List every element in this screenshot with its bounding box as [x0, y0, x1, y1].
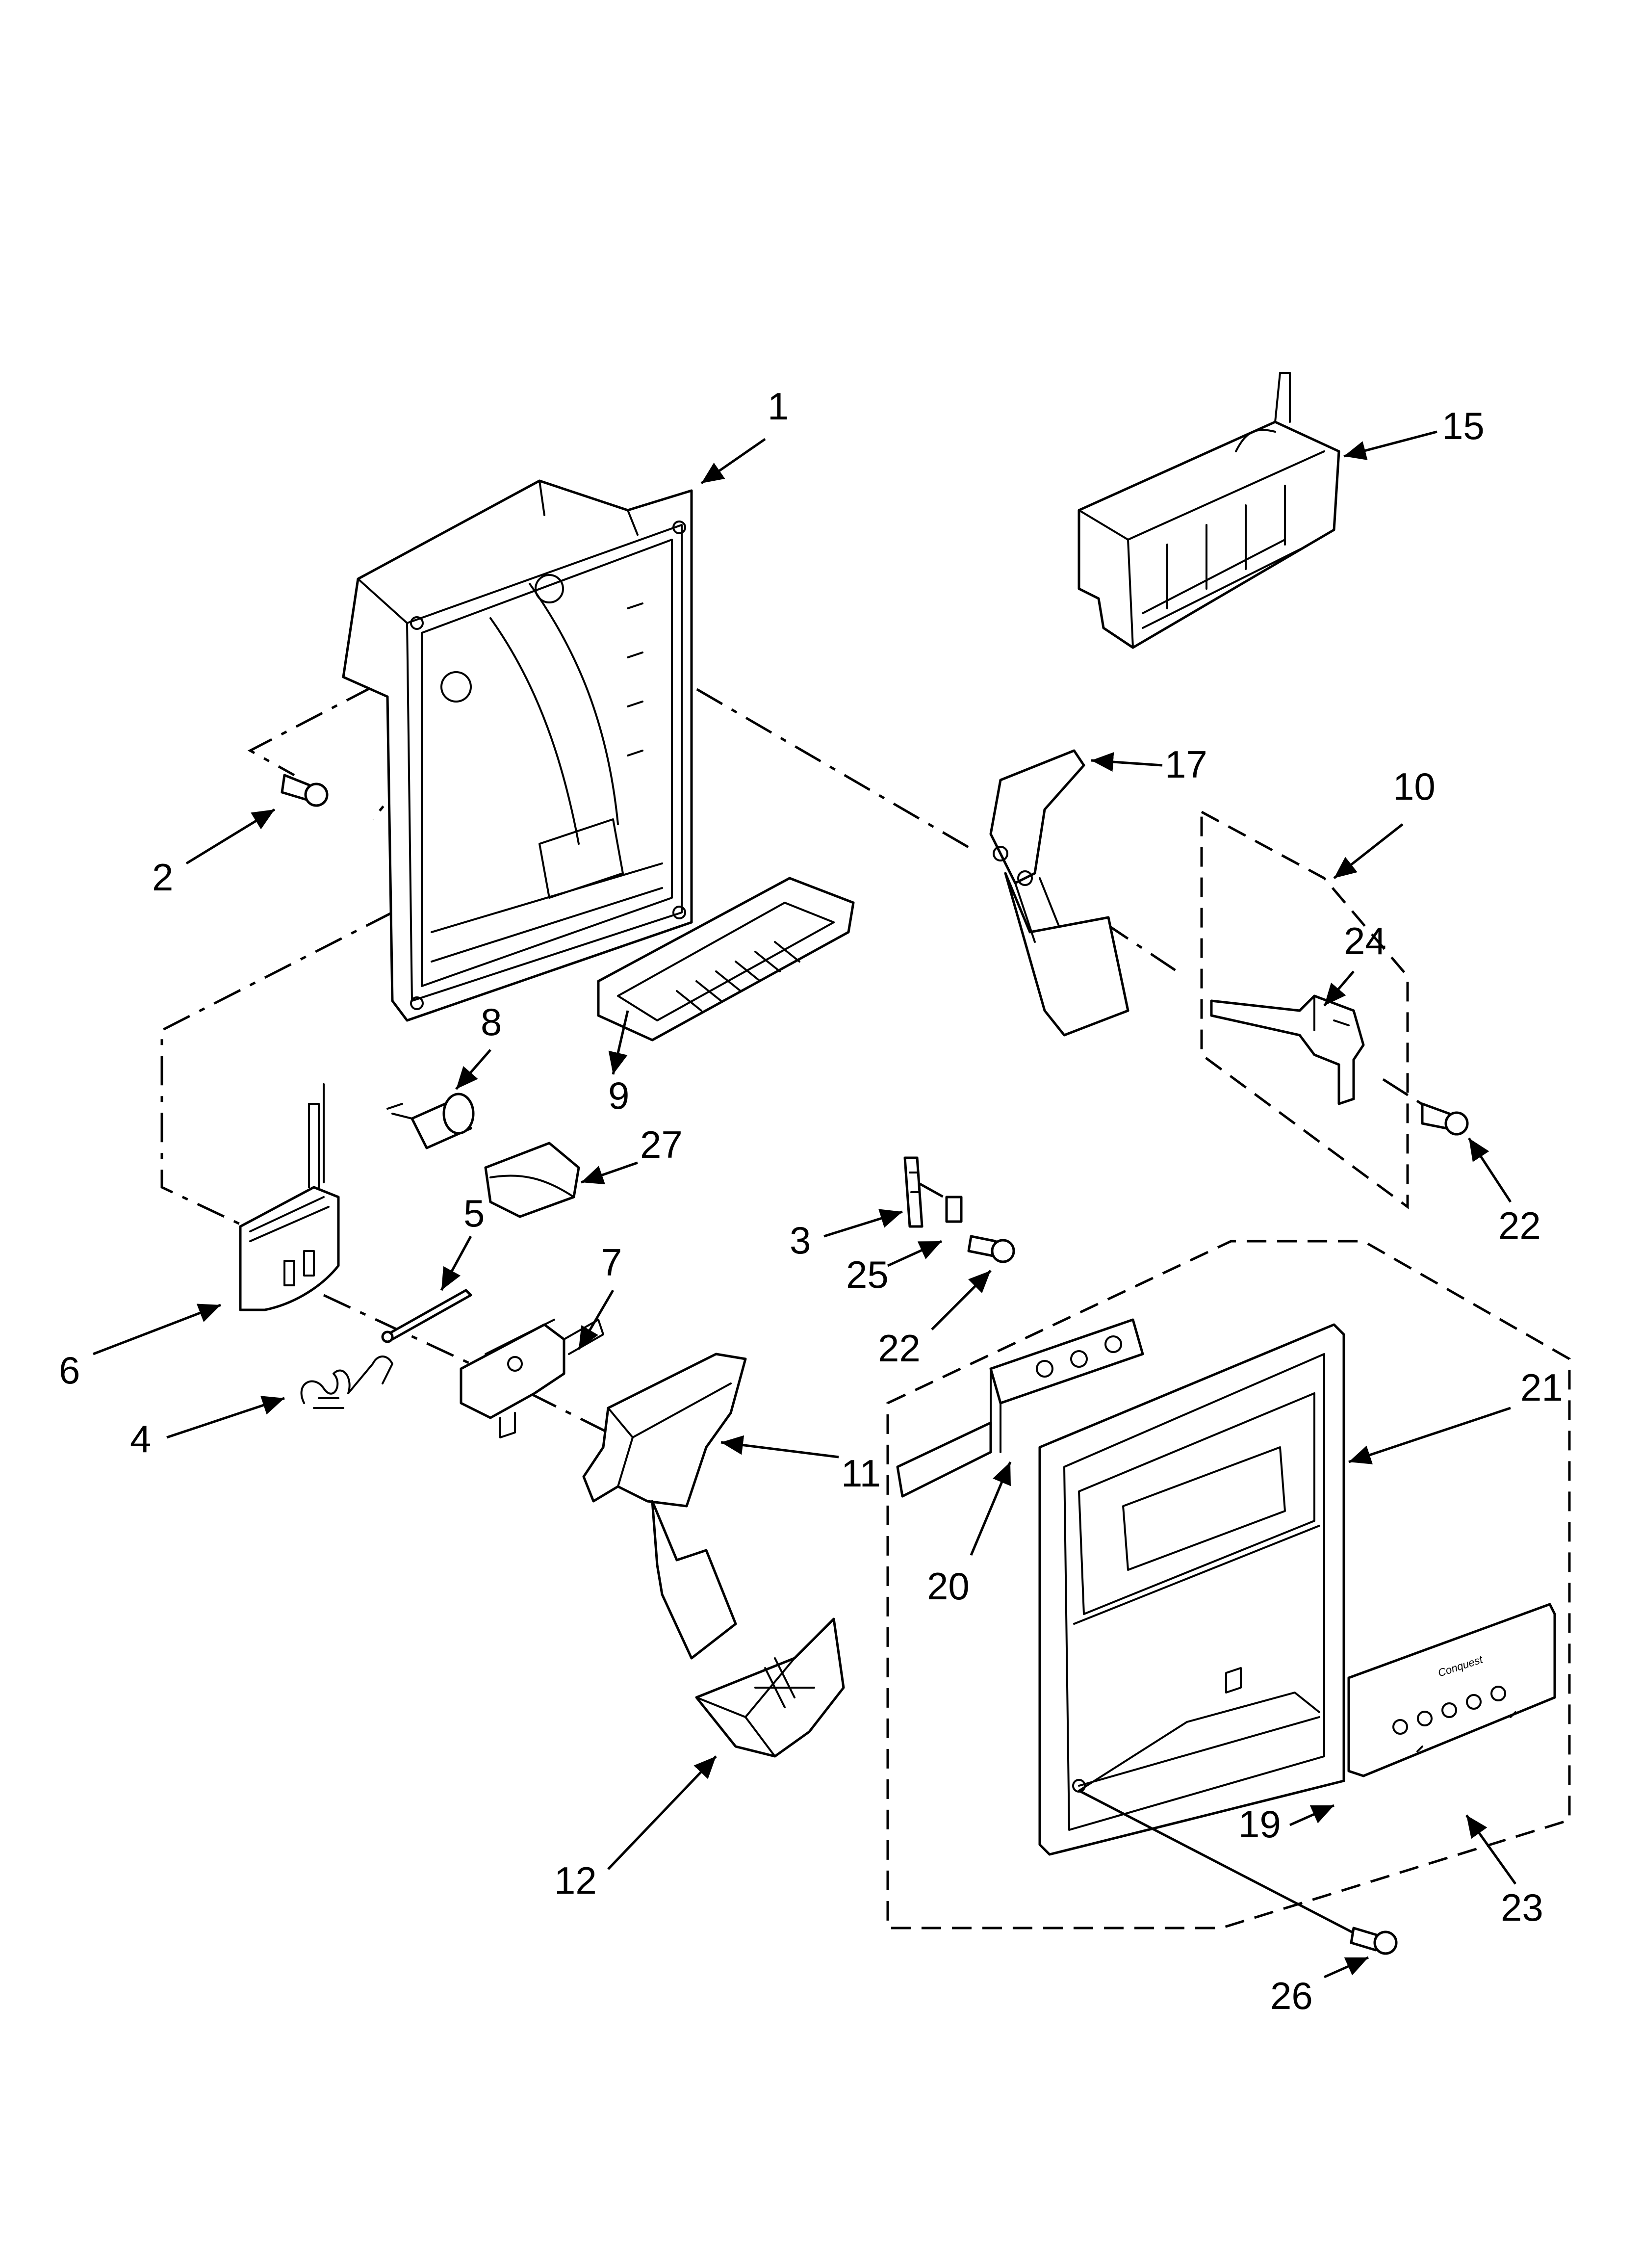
callout-21: 21: [1520, 1366, 1563, 1409]
group-box-10: [1200, 809, 1409, 1209]
callout-2: 2: [152, 856, 173, 899]
callout-10: 10: [1393, 765, 1436, 808]
screw-22-lower: [967, 1235, 1015, 1263]
switch-module: [239, 1083, 340, 1311]
callout-23: 23: [1501, 1886, 1543, 1929]
callout-22-upper: 22: [1498, 1204, 1541, 1247]
callout-5: 5: [463, 1192, 485, 1235]
control-module: [1078, 372, 1340, 649]
callout-11: 11: [841, 1452, 881, 1495]
callout-15: 15: [1442, 404, 1485, 447]
callout-3: 3: [790, 1219, 811, 1262]
actuator-lever: [1210, 994, 1365, 1105]
callout-4: 4: [130, 1417, 151, 1460]
callout-8: 8: [481, 1000, 502, 1043]
screw-2: [281, 774, 329, 807]
solenoid-cover: [484, 1142, 580, 1218]
callout-7: 7: [601, 1241, 622, 1284]
callout-24: 24: [1344, 919, 1386, 963]
callout-labels: 1 2 3 4 5 6 7 8 9 10 11 12 15 17 19 20 2…: [59, 385, 1563, 2017]
control-panel-overlay: Conquest: [1347, 1603, 1556, 1777]
callout-1: 1: [768, 385, 789, 428]
callout-22-lower: 22: [878, 1327, 921, 1370]
callout-20: 20: [927, 1564, 970, 1608]
screw-22-upper: [1421, 1102, 1469, 1136]
switch-clip-3: [903, 1156, 924, 1228]
callout-19: 19: [1238, 1802, 1281, 1846]
callout-17: 17: [1165, 743, 1207, 786]
solenoid: [386, 1093, 475, 1149]
spring: [300, 1356, 393, 1409]
callout-leaders: [93, 430, 1517, 1979]
dispenser-front: [1038, 1323, 1345, 1856]
callout-12: 12: [554, 1859, 597, 1902]
water-paddle: [582, 1353, 747, 1660]
group-box-21-23: [886, 1240, 1571, 1929]
pivot-pin: [381, 1289, 472, 1343]
chute-paddle: [989, 749, 1129, 1037]
callout-9: 9: [608, 1074, 629, 1117]
dispenser-housing: [342, 479, 693, 1022]
callout-6: 6: [59, 1349, 80, 1392]
drip-tray: [597, 877, 855, 1042]
callout-26: 26: [1270, 1974, 1313, 2017]
spill-tray: [695, 1617, 845, 1758]
callout-25: 25: [846, 1253, 889, 1296]
screw-26: [1350, 1927, 1398, 1955]
switch-bracket: [896, 1318, 1144, 1498]
callout-27: 27: [640, 1123, 683, 1166]
insulator-25: [945, 1196, 963, 1223]
